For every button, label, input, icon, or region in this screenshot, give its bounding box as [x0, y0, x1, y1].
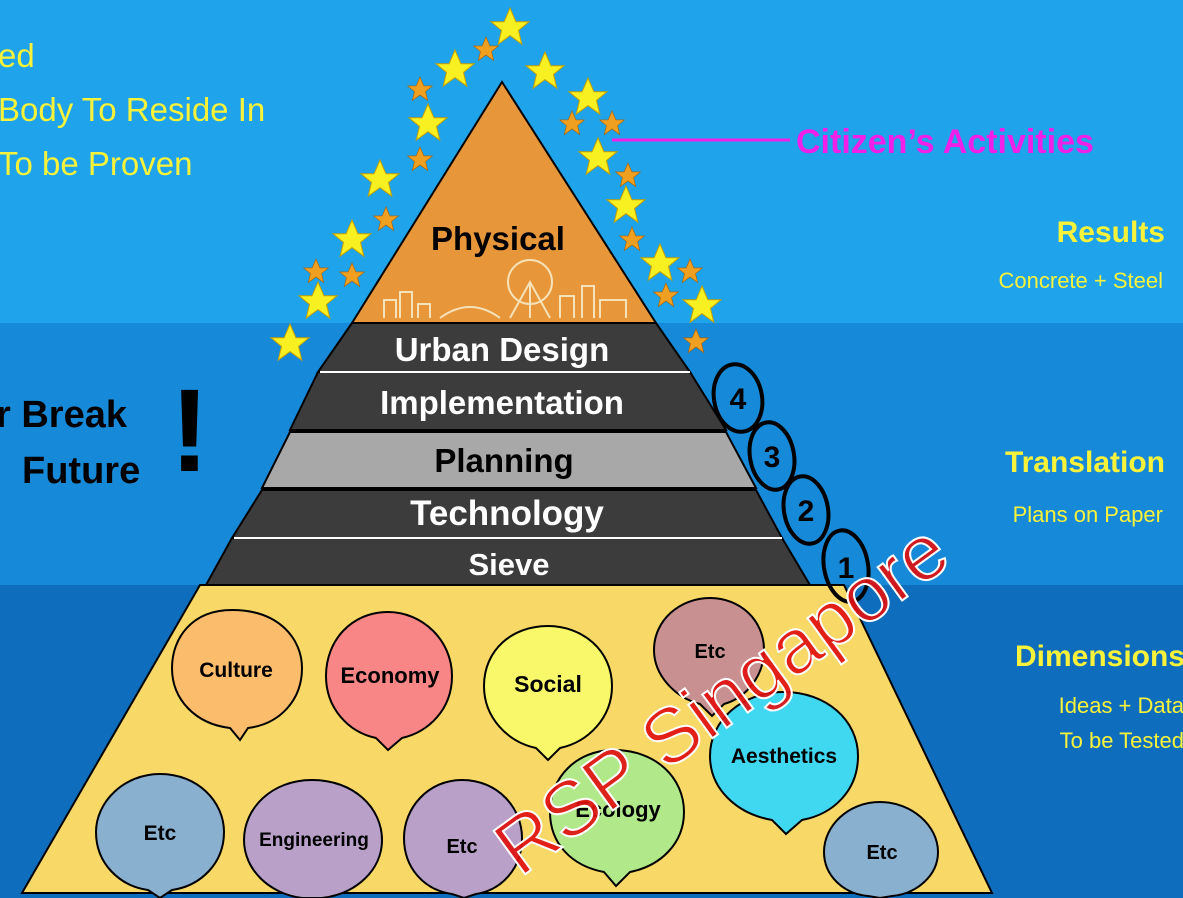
layer-label-implementation: Implementation	[380, 384, 624, 421]
star-icon	[677, 258, 703, 283]
dimensions-subtitle-2: To be Tested	[1059, 728, 1183, 753]
star-icon	[568, 77, 608, 115]
layer-label-planning: Planning	[434, 442, 573, 479]
step-number-1: 1	[838, 552, 855, 585]
results-subtitle: Concrete + Steel	[998, 268, 1163, 293]
bubble-aesthetics	[708, 690, 860, 836]
slogan-line-1: r Break	[0, 394, 127, 436]
star-icon	[270, 323, 310, 361]
left-note-line-1: ed	[0, 37, 35, 74]
star-icon	[360, 159, 400, 197]
star-icon	[298, 281, 338, 319]
step-oval-3	[747, 420, 797, 492]
star-icon	[606, 185, 646, 223]
star-icon	[473, 36, 499, 61]
star-icon	[407, 146, 433, 171]
star-icon	[653, 282, 679, 307]
bubble-label-ecology: Ecology	[575, 797, 661, 822]
star-icon	[373, 206, 399, 231]
dimensions-subtitle-1: Ideas + Data	[1058, 693, 1183, 718]
bubble-label-economy: Economy	[340, 663, 440, 688]
star-icon	[435, 49, 475, 87]
left-note-line-2: Body To Reside In	[0, 91, 266, 128]
step-ovals	[711, 362, 871, 604]
star-icon	[407, 76, 433, 101]
translation-title: Translation	[1004, 446, 1165, 479]
bubble-etc-2	[94, 772, 226, 898]
star-icon	[408, 103, 448, 141]
step-oval-4	[711, 362, 765, 434]
star-icon	[490, 7, 530, 45]
layer-label-sieve: Sieve	[468, 547, 549, 582]
star-icon	[303, 258, 329, 283]
bubble-label-aesthetics: Aesthetics	[731, 745, 837, 768]
bubble-label-etc-4: Etc	[866, 842, 897, 864]
results-title: Results	[1056, 216, 1165, 249]
callout-citizens-activities: Citizen’s Activities	[796, 123, 1094, 161]
star-icon	[578, 137, 618, 175]
star-icon	[339, 262, 365, 287]
star-icon	[332, 219, 372, 257]
bubble-culture	[170, 608, 304, 742]
pyramid-apex-physical	[350, 80, 658, 324]
apex-label-physical: Physical	[431, 220, 565, 257]
layer-label-technology: Technology	[410, 494, 604, 533]
step-number-3: 3	[764, 441, 781, 474]
bubble-label-social: Social	[514, 671, 582, 697]
star-icon	[599, 110, 625, 135]
bubble-label-etc-1: Etc	[694, 641, 725, 663]
city-skyline-icon	[383, 259, 627, 319]
bubble-label-etc-3: Etc	[446, 836, 477, 858]
bubble-label-culture: Culture	[199, 659, 273, 682]
bubble-etc-3	[402, 778, 524, 898]
dimensions-title: Dimensions	[1014, 640, 1183, 673]
bubble-etc-4	[822, 800, 940, 898]
star-icon	[683, 328, 709, 353]
left-note-line-3: To be Proven	[0, 145, 193, 182]
step-oval-2	[781, 474, 831, 546]
dimension-bubbles	[94, 596, 940, 898]
bubble-engineering	[242, 778, 384, 898]
bubble-economy	[324, 610, 454, 752]
bubble-label-etc-2: Etc	[144, 822, 177, 845]
bubble-social	[482, 624, 614, 762]
step-number-4: 4	[730, 383, 747, 416]
star-icon	[559, 110, 585, 135]
bubble-ecology	[548, 748, 686, 888]
translation-subtitle: Plans on Paper	[1012, 502, 1163, 527]
slogan-line-2: Future	[22, 450, 141, 492]
star-icon	[615, 162, 641, 187]
star-icon	[619, 226, 645, 251]
step-number-2: 2	[798, 495, 815, 528]
bubble-etc-1	[652, 596, 766, 718]
layer-planning	[260, 431, 758, 489]
star-icon	[640, 243, 680, 281]
layer-label-urban-design: Urban Design	[395, 331, 610, 368]
star-icon	[682, 285, 722, 323]
bubble-label-engineering: Engineering	[259, 830, 369, 851]
step-oval-1	[821, 528, 871, 604]
slogan-exclamation: !	[170, 365, 210, 497]
star-icon	[525, 51, 565, 89]
